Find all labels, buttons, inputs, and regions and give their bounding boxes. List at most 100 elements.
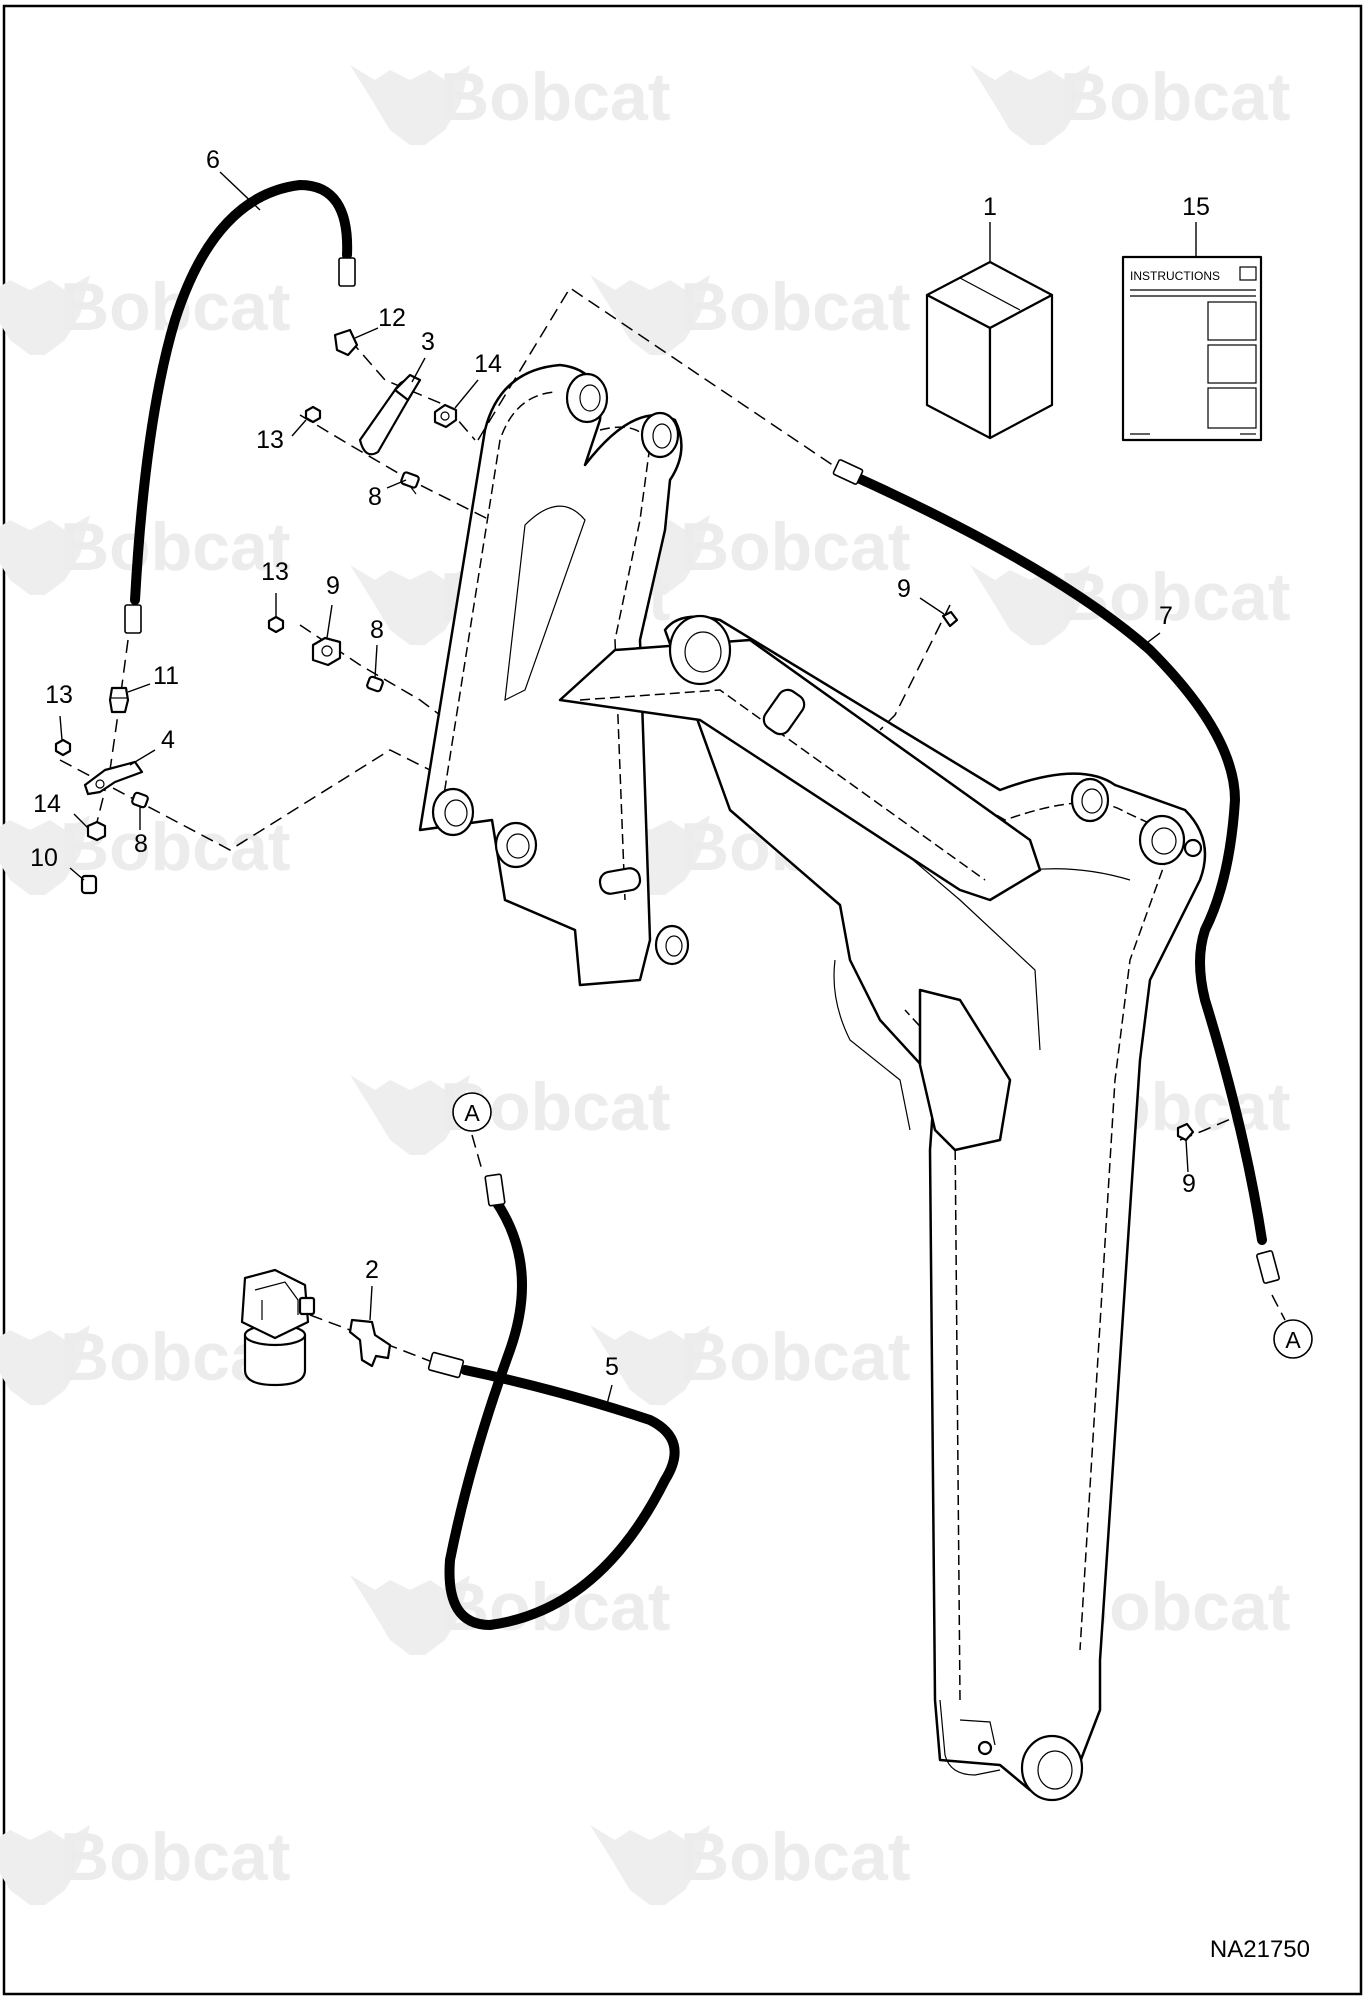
watermark-13: Bobcat: [590, 1819, 910, 1905]
watermark-text: Bobcat: [440, 59, 670, 135]
callout-c13c: 13: [45, 681, 73, 709]
clip-9a-hole: [321, 645, 333, 657]
callout-c6: 6: [206, 146, 220, 174]
hose-7-fitting-top: [832, 459, 864, 485]
pin-bottom-left-hole: [665, 935, 683, 957]
boom-left-dash: [439, 391, 651, 901]
bolt-8c: [131, 791, 149, 809]
boom-knuckle-plate: [918, 988, 1012, 1152]
watermark-5: Bobcat: [970, 59, 1290, 145]
dash-bolt8b: [299, 624, 441, 716]
watermark-6: Bobcat: [350, 1069, 670, 1155]
watermark-1: Bobcat: [590, 269, 910, 355]
pin-right-upper-hole: [1081, 788, 1103, 814]
callout-c8b: 8: [370, 616, 384, 644]
watermark-4: Bobcat: [350, 59, 670, 145]
boom-tip-pin: [1020, 1734, 1084, 1802]
figure-id: NA21750: [1210, 1936, 1310, 1963]
callout-c1: 1: [983, 193, 997, 221]
boom-brace: [558, 638, 1042, 902]
watermark-logo-icon: [0, 1325, 90, 1405]
callout-c8a: 8: [368, 483, 382, 511]
boom-brace-dash: [579, 689, 986, 881]
dash-clip9: [879, 604, 951, 731]
clamp-3-tab: [393, 373, 422, 402]
callout-c7: 7: [1159, 602, 1173, 630]
callout-c8c: 8: [134, 830, 148, 858]
hose-6-fitting-top: [338, 257, 356, 287]
nut-13a: [304, 405, 322, 424]
callout-c12: 12: [378, 304, 406, 332]
nut-14a: [433, 403, 458, 429]
clip-9a: [311, 636, 342, 667]
nut-13b: [267, 615, 285, 634]
kit-box: [925, 260, 1054, 440]
watermark-logo-icon: [350, 1075, 470, 1155]
boom-left-arm: [418, 363, 683, 987]
hoses: [124, 179, 1280, 1631]
callout-c13a: 13: [256, 426, 284, 454]
nut-13c: [54, 738, 72, 757]
bracket-4-hole: [95, 779, 105, 789]
watermark-logo-icon: [590, 1325, 710, 1405]
watermark-logo-icon: [0, 275, 90, 355]
callout-c14a: 14: [474, 350, 502, 378]
watermark-logo-icon: [590, 275, 710, 355]
watermark-logo-icon: [350, 1575, 470, 1655]
connector-a-top-label: A: [464, 1100, 480, 1126]
pin-top-right-hole: [652, 423, 672, 449]
watermark-text: Bobcat: [680, 1819, 910, 1895]
watermark-text: Bobcat: [60, 1819, 290, 1895]
pin-top-right: [640, 411, 680, 459]
pin-boom-hub-hole: [684, 631, 722, 673]
watermark-logo-icon: [350, 565, 470, 645]
watermark-logo-icon: [0, 815, 90, 895]
callout-c9a: 9: [326, 572, 340, 600]
callout-c14b: 14: [33, 790, 61, 818]
watermark-text: Bobcat: [60, 509, 290, 585]
boom-assembly: [418, 363, 1207, 1802]
elbow-fitting-12: [333, 328, 359, 357]
bolt-8a: [400, 471, 420, 495]
dash-a-down: [471, 1134, 483, 1171]
cap-10: [80, 874, 98, 895]
hose-5-fitting-side: [427, 1351, 465, 1379]
hose-5-fitting-top: [484, 1173, 506, 1207]
callout-c13b: 13: [261, 558, 289, 586]
callout-c9b: 9: [897, 575, 911, 603]
bracket-4: [83, 760, 144, 796]
connector-a-right: A: [1273, 1319, 1313, 1359]
boom-tip-bracket: [939, 1699, 1001, 1776]
watermark-logo-icon: [590, 1825, 710, 1905]
boom-knuckle-outline: [833, 959, 911, 1131]
watermark-text: Bobcat: [1060, 59, 1290, 135]
watermark-12: Bobcat: [0, 1819, 290, 1905]
boom-tip-pin-hole: [1037, 1750, 1073, 1790]
callout-c9c: 9: [1182, 1170, 1196, 1198]
clip-9b: [941, 610, 959, 628]
dash-bolt8a: [299, 414, 491, 521]
filter-assembly: [240, 1268, 392, 1387]
watermark-text: Bobcat: [1060, 559, 1290, 635]
fitting-11: [108, 686, 130, 714]
boom-left-slot: [504, 505, 586, 702]
watermark-10: Bobcat: [350, 1569, 670, 1655]
watermark-text: Bobcat: [680, 509, 910, 585]
watermark-9: Bobcat: [590, 1319, 910, 1405]
watermark-text: Bobcat: [680, 269, 910, 345]
pin-top-left: [565, 372, 609, 424]
boom-slot-b: [598, 867, 642, 895]
connector-a-top: A: [452, 1092, 492, 1132]
connector-a-right-label: A: [1285, 1327, 1301, 1353]
filter-port: [298, 1296, 316, 1316]
pin-mid-low-hole: [506, 833, 530, 859]
pin-right-upper: [1070, 777, 1110, 823]
callout-c4: 4: [161, 726, 175, 754]
dash-a-right: [1271, 1294, 1286, 1321]
hardware: [54, 328, 1195, 1142]
watermark-logo-icon: [350, 65, 470, 145]
watermark-logo-icon: [0, 515, 90, 595]
hose-5: [444, 1195, 680, 1631]
